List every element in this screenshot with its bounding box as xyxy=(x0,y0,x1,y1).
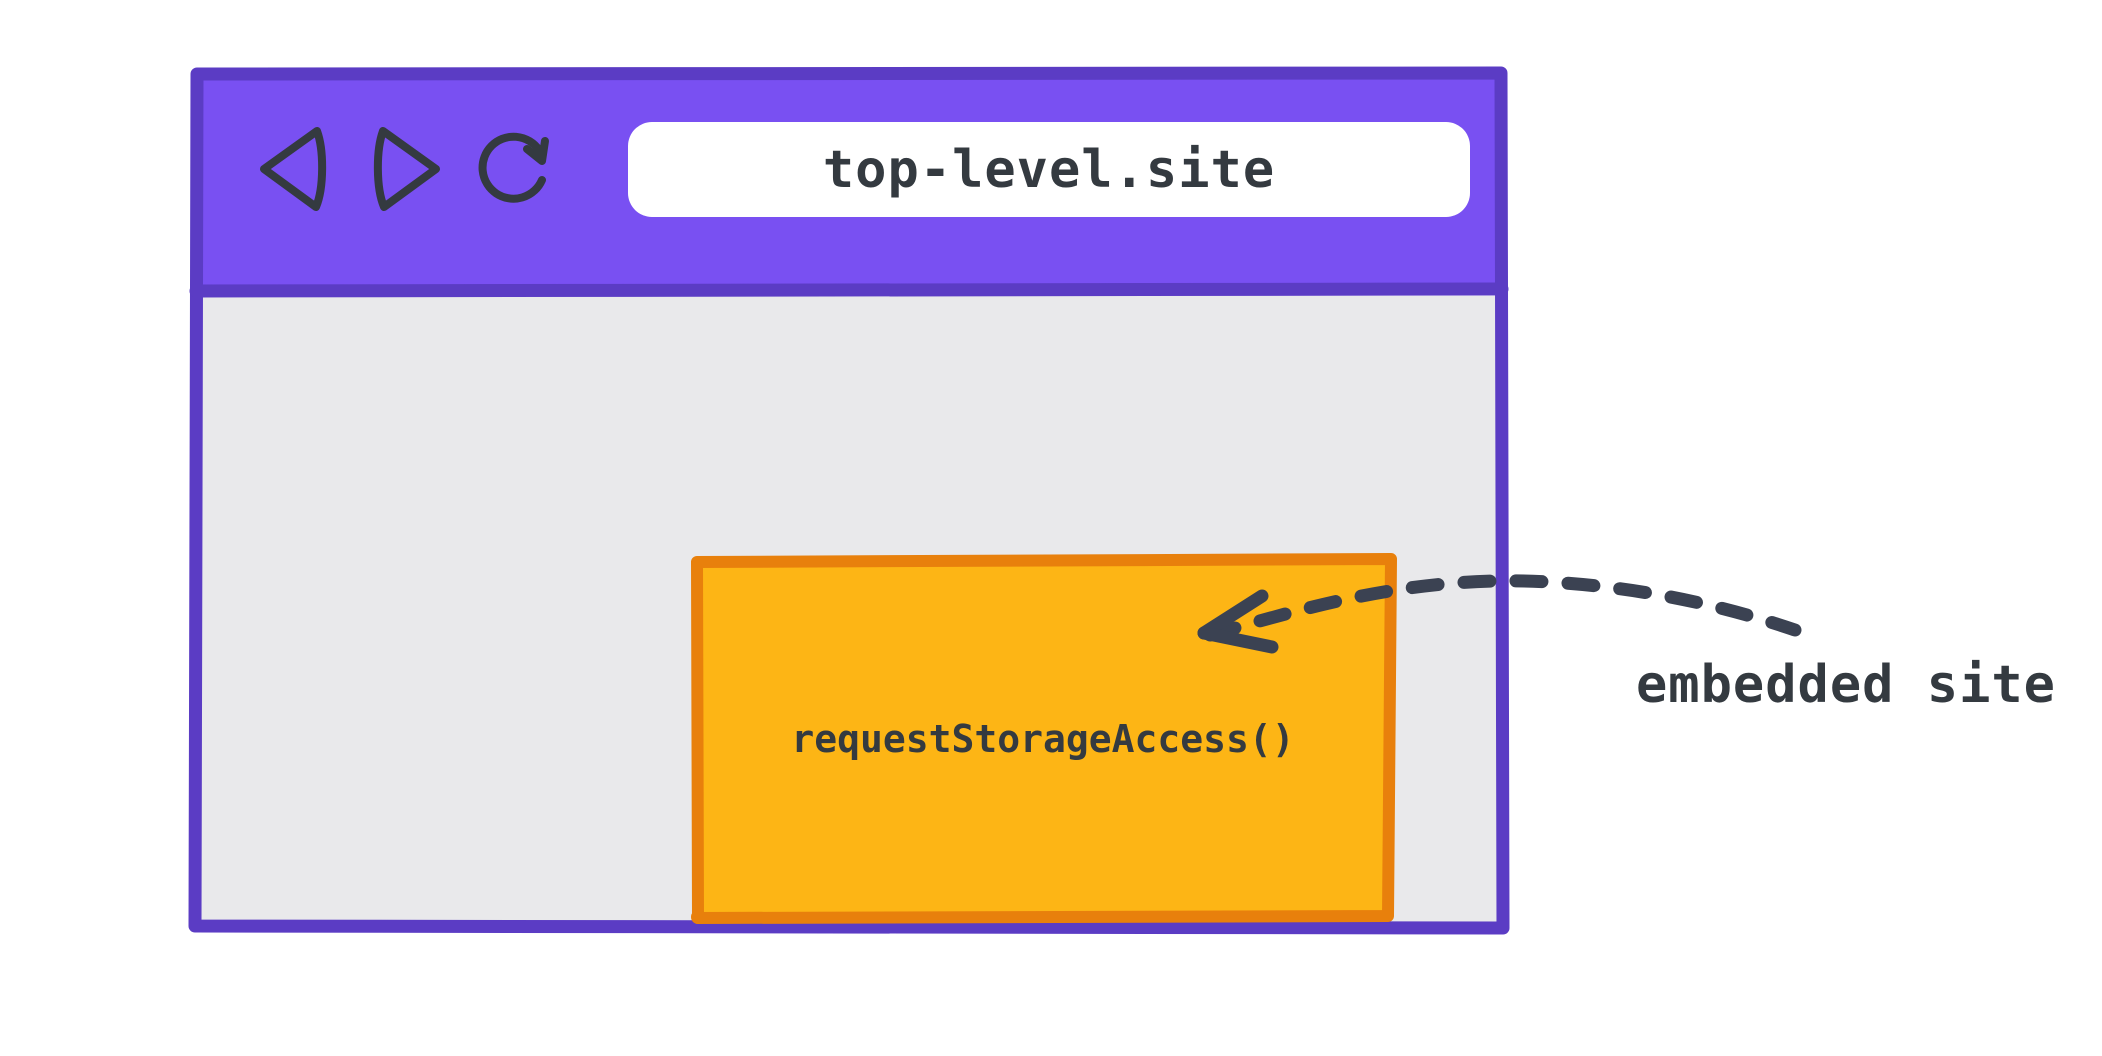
annotation-caption: embedded site xyxy=(1636,655,2056,715)
back-button[interactable] xyxy=(250,122,342,214)
reload-circular-arrow-icon xyxy=(478,132,549,203)
forward-triangle-icon xyxy=(373,127,440,211)
browser-outer-border xyxy=(188,66,1510,935)
back-triangle-icon xyxy=(260,127,327,211)
browser-window: top-level.site requestStorageAccess() xyxy=(188,66,1510,935)
embedded-frame-corner-blob xyxy=(691,910,705,924)
forward-button[interactable] xyxy=(358,122,450,214)
url-bar[interactable]: top-level.site xyxy=(628,122,1470,217)
embedded-frame-shape xyxy=(691,553,1397,924)
browser-toolbar: top-level.site xyxy=(188,68,1510,294)
url-text: top-level.site xyxy=(822,139,1276,200)
toolbar-divider xyxy=(189,282,1509,298)
embedded-site-frame[interactable]: requestStorageAccess() xyxy=(688,553,1398,924)
embedded-frame-border xyxy=(691,553,1397,924)
reload-button[interactable] xyxy=(468,122,560,214)
embedded-frame-fill xyxy=(695,561,1391,917)
